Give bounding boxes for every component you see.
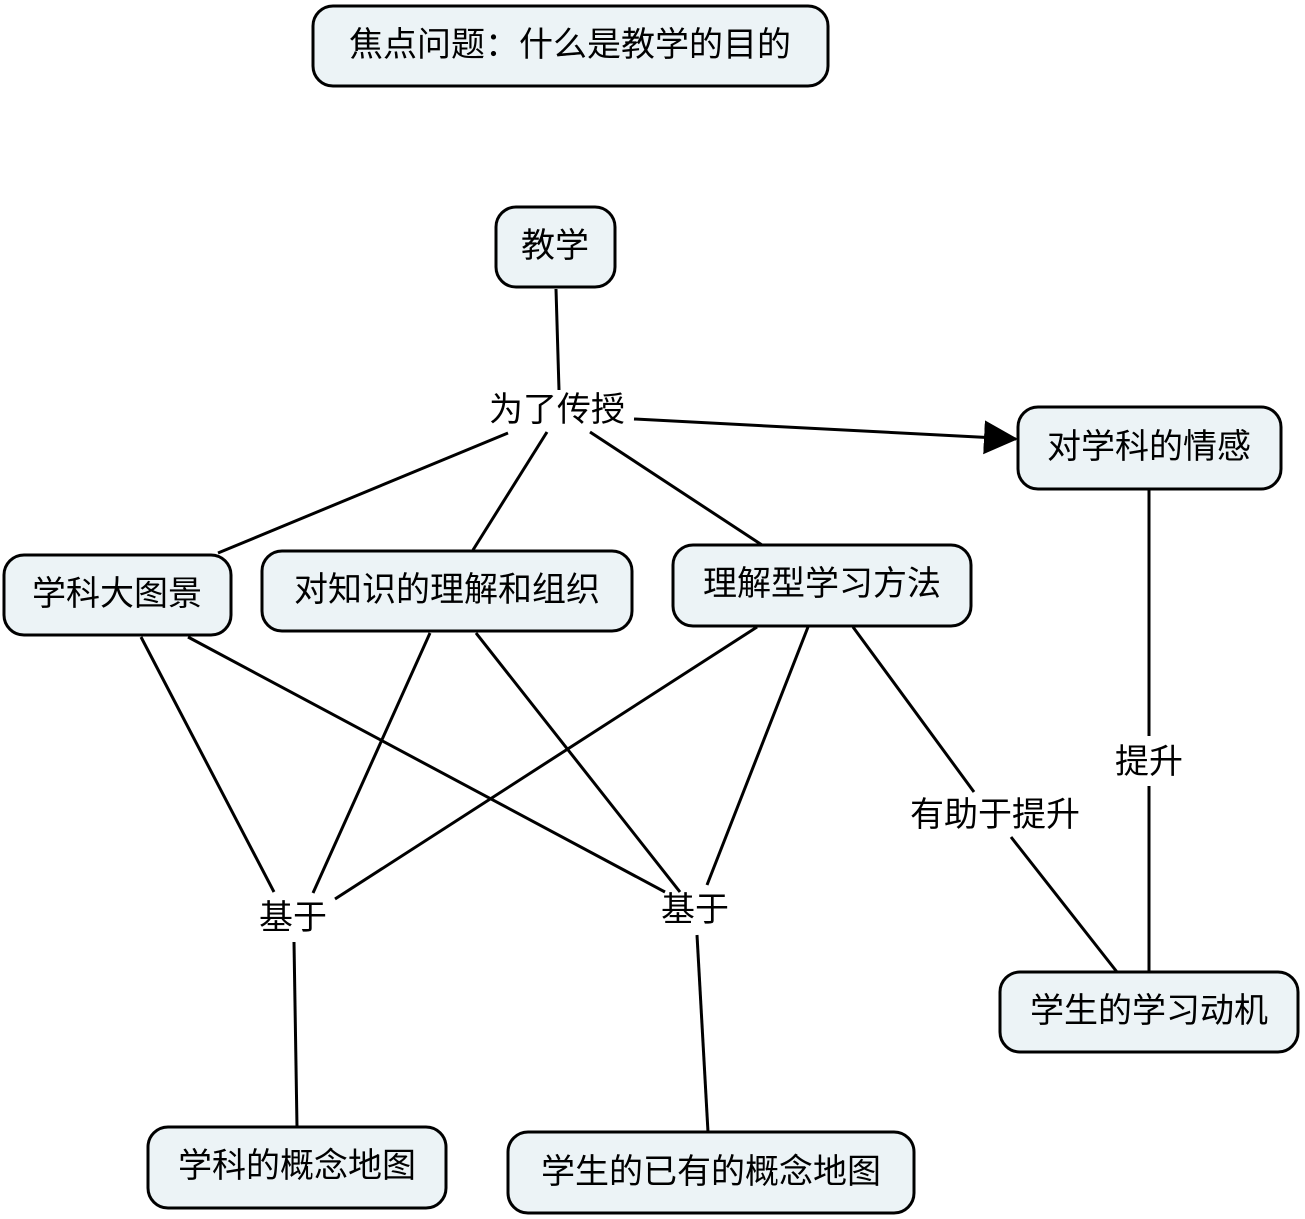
linking-phrase-based-on-left: 基于 [259,898,327,938]
concept-subject-concept-map: 学科的概念地图 [146,1125,448,1210]
edge-big-picture-to-based-right [187,635,666,894]
concept-subject-emotion-label: 对学科的情感 [1047,427,1251,467]
edge-impart-to-knowledge [471,431,549,551]
focus-question-node: 焦点问题：什么是教学的目的 [311,4,830,88]
edge-understanding-to-based-left [334,625,758,901]
edge-teaching-to-impart [554,288,561,391]
concept-understanding-learning-label: 理解型学习方法 [703,564,941,604]
edge-understanding-to-based-right [705,626,810,886]
edge-knowledge-to-based-left [311,632,432,894]
concept-student-concept-map-label: 学生的已有的概念地图 [541,1152,881,1192]
edges [139,288,1151,1133]
concept-subject-big-picture-label: 学科大图景 [32,574,202,614]
edge-based-left-to-subject-map [292,941,299,1128]
edge-knowledge-to-based-right [474,632,682,893]
focus-question-label: 焦点问题：什么是教学的目的 [349,25,791,65]
concept-student-motivation-label: 学生的学习动机 [1030,991,1268,1031]
concept-student-motivation: 学生的学习动机 [998,970,1300,1054]
concept-subject-emotion: 对学科的情感 [1016,405,1283,491]
linking-phrase-improve: 提升 [1115,742,1183,782]
edge-helps-to-motivation [1009,836,1119,973]
concept-subject-concept-map-label: 学科的概念地图 [178,1146,416,1186]
linking-phrase-based-on-right: 基于 [661,890,729,930]
edge-impart-to-big-picture [217,431,509,555]
edge-impart-to-emotion [633,417,1018,455]
edge-based-right-to-student-map [695,934,710,1133]
edge-understanding-to-helps [851,626,976,793]
concept-student-concept-map: 学生的已有的概念地图 [506,1130,916,1215]
linking-phrase-helps-improve: 有助于提升 [910,795,1080,835]
linking-phrase-to-impart: 为了传授 [489,390,625,430]
concept-teaching-label: 教学 [521,226,589,266]
concept-knowledge-understanding: 对知识的理解和组织 [260,549,634,633]
concept-subject-big-picture: 学科大图景 [2,553,233,637]
concept-teaching: 教学 [494,205,617,289]
concept-knowledge-understanding-label: 对知识的理解和组织 [294,570,600,610]
concept-understanding-learning: 理解型学习方法 [671,543,973,628]
edge-big-picture-to-based-left [139,636,276,893]
edge-impart-to-understanding [589,430,763,547]
